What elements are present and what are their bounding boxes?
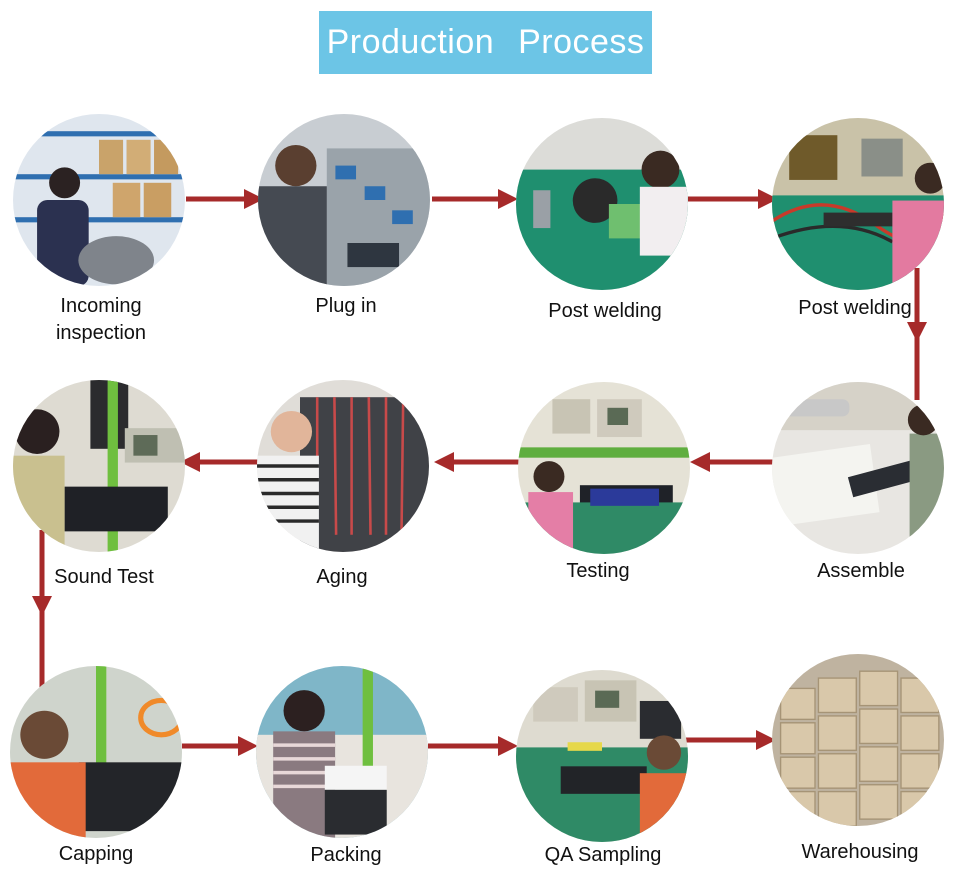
step-photo-post-welding-1 <box>516 118 688 290</box>
step-photo-sound-test <box>13 380 185 552</box>
step-photo-plug-in <box>258 114 430 286</box>
step-label-sound-test: Sound Test <box>54 566 154 588</box>
step-label-packing: Packing <box>310 844 382 866</box>
step-photo-qa-sampling <box>516 670 688 842</box>
step-photo-testing <box>518 382 690 554</box>
step-photo-capping <box>10 666 182 838</box>
step-label-plug-in: Plug in <box>315 295 377 317</box>
step-label-post-welding-2: Post welding <box>798 297 912 319</box>
page-title: Production Process <box>319 11 652 74</box>
step-photo-incoming-inspection <box>13 114 185 286</box>
step-label-aging: Aging <box>316 566 368 588</box>
step-photo-packing <box>256 666 428 838</box>
step-label-incoming-inspection: Incoming inspection <box>55 295 147 344</box>
step-label-warehousing: Warehousing <box>801 841 919 863</box>
step-photo-aging <box>257 380 429 552</box>
step-label-testing: Testing <box>566 560 630 582</box>
step-photo-assemble <box>772 382 944 554</box>
step-photo-post-welding-2 <box>772 118 944 290</box>
step-label-capping: Capping <box>58 843 134 865</box>
step-label-assemble: Assemble <box>817 560 905 582</box>
step-label-qa-sampling: QA Sampling <box>544 844 662 866</box>
step-label-post-welding-1: Post welding <box>548 300 662 322</box>
step-photo-warehousing <box>772 654 944 826</box>
